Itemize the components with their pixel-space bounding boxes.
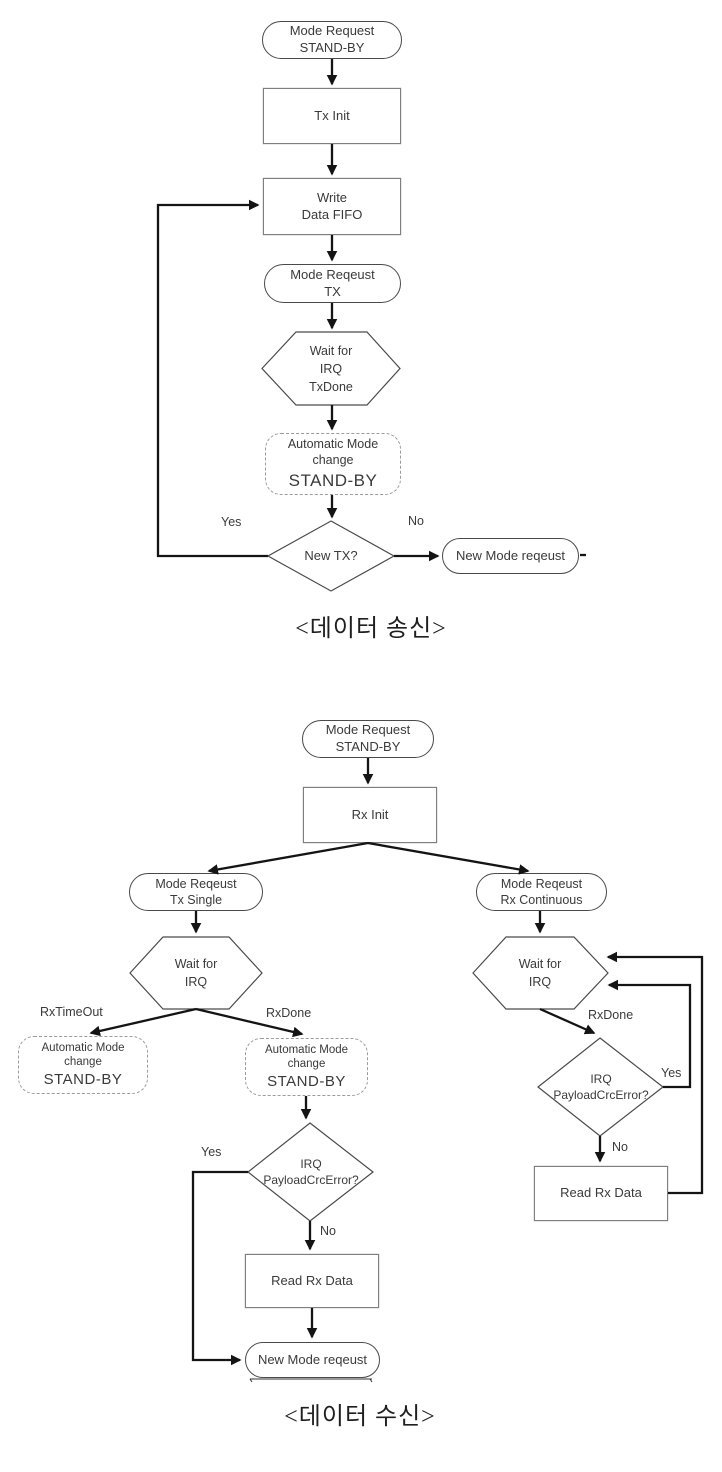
node-text: Wait for [518,956,562,971]
arrow-readright-loop [606,951,704,1195]
node-text: Wait for [309,343,353,358]
node-tx-auto-mode-change: Automatic Mode change STAND-BY [265,433,401,495]
node-text: IRQ [184,975,208,989]
arrow-rxinit-to-txsingle [207,841,369,875]
node-text: Read Rx Data [271,1272,353,1288]
stadium-underline [249,1378,373,1383]
node-text: change [312,452,354,467]
node-wait-irq-right-label: Wait for IRQ [480,946,600,1000]
node-mode-request-rx-continuous: Mode Reqeust Rx Continuous [476,873,607,911]
arrow-crcright-yes-loop [607,979,692,1089]
node-text: Data FIFO [301,206,363,222]
node-text: STAND-BY [299,40,365,55]
node-text: IRQ [319,361,343,376]
node-text: IRQ [590,1071,612,1086]
node-text: Write [316,189,348,205]
hexagon-wait-irq-txdone [261,331,401,406]
node-text: STAND-BY [43,1070,123,1088]
edge-label-rxtimeout: RxTimeOut [40,1005,103,1019]
edge-label-yes-mid: Yes [201,1145,222,1159]
tx-chart-caption: <데이터 송신> [295,616,447,642]
diamond-new-tx [266,520,396,592]
arrow-waitl-rxtimeout [89,1007,197,1037]
edge-label-no-mid: No [320,1224,336,1238]
node-read-rx-data-right: Read Rx Data [534,1166,668,1221]
node-new-tx-decision-label: New TX? [281,545,381,567]
node-text: PayloadCrcError? [553,1088,649,1102]
node-text: Automatic Mode [41,1041,125,1054]
node-rx-auto-mode-change-mid: Automatic Mode change STAND-BY [245,1038,368,1096]
node-crc-error-mid-label: IRQ PayloadCrcError? [250,1150,372,1194]
hexagon-wait-irq-right [472,936,609,1010]
node-text: TX [324,283,341,299]
node-wait-irq-txdone-label: Wait for IRQ TxDone [266,337,396,401]
node-text: Mode Reqeust [155,876,237,891]
node-tx-init: Tx Init [263,88,401,144]
arrow-waitl-rxdone [195,1007,304,1038]
node-text: change [287,1058,326,1071]
node-text: Automatic Mode [264,1043,349,1056]
node-text: PayloadCrcError? [263,1173,359,1187]
node-text: TxDone [309,380,353,395]
node-mode-request-tx: Mode Reqeust TX [264,264,401,303]
arrow-newtx-yes-loop [156,199,268,558]
node-text: New TX? [304,547,358,563]
node-write-data-fifo: Write Data FIFO [263,178,401,235]
node-tx-mode-request-standby: Mode Request STAND-BY [262,21,402,59]
node-text: Wait for [174,956,218,971]
node-text: Automatic Mode [287,437,379,452]
node-text: STAND-BY [335,739,401,754]
node-text: Read Rx Data [560,1185,642,1201]
node-wait-irq-left-label: Wait for IRQ [136,946,256,1000]
edge-label-yes-right: Yes [661,1066,682,1080]
node-read-rx-data-mid: Read Rx Data [245,1254,379,1308]
arrow-rxinit-to-rxcont [367,841,530,875]
node-text: Rx Continuous [500,893,583,907]
node-text: IRQ [300,1156,322,1171]
hexagon-wait-irq-left [129,936,263,1010]
node-text: IRQ [528,975,552,989]
node-text: STAND-BY [288,470,378,490]
node-text: Mode Reqeust [500,876,583,891]
node-text: Mode Request [325,722,411,738]
node-text: STAND-BY [267,1072,346,1090]
node-crc-error-right-label: IRQ PayloadCrcError? [540,1065,662,1109]
node-text: Mode Request [289,23,375,39]
edge-label-yes: Yes [221,515,242,529]
node-text: Rx Init [351,806,389,822]
edge-label-no: No [408,514,424,528]
node-mode-request-tx-single: Mode Reqeust Tx Single [129,873,263,911]
arrow-crcmid-yes-loop [191,1170,248,1366]
arrow-waitr-rxdone [539,1007,596,1035]
edge-label-no-right: No [612,1140,628,1154]
node-rx-mode-request-standby: Mode Request STAND-BY [302,720,434,758]
node-text: change [64,1056,102,1069]
node-text: Mode Reqeust [290,266,375,282]
rx-chart-caption: <데이터 수신> [284,1404,436,1430]
edge-label-rxdone-left: RxDone [266,1006,312,1020]
edge-label-rxdone-right: RxDone [588,1008,634,1022]
node-text: New Mode reqeust [257,1351,368,1367]
node-tx-new-mode-request: New Mode reqeust [442,538,579,574]
node-text: New Mode reqeust [455,547,566,563]
node-rx-new-mode-request: New Mode reqeust [245,1342,380,1378]
node-rx-init: Rx Init [303,787,437,843]
node-text: Tx Single [169,893,223,907]
node-rx-auto-mode-change-left: Automatic Mode change STAND-BY [18,1036,148,1094]
node-text: Tx Init [314,107,350,123]
